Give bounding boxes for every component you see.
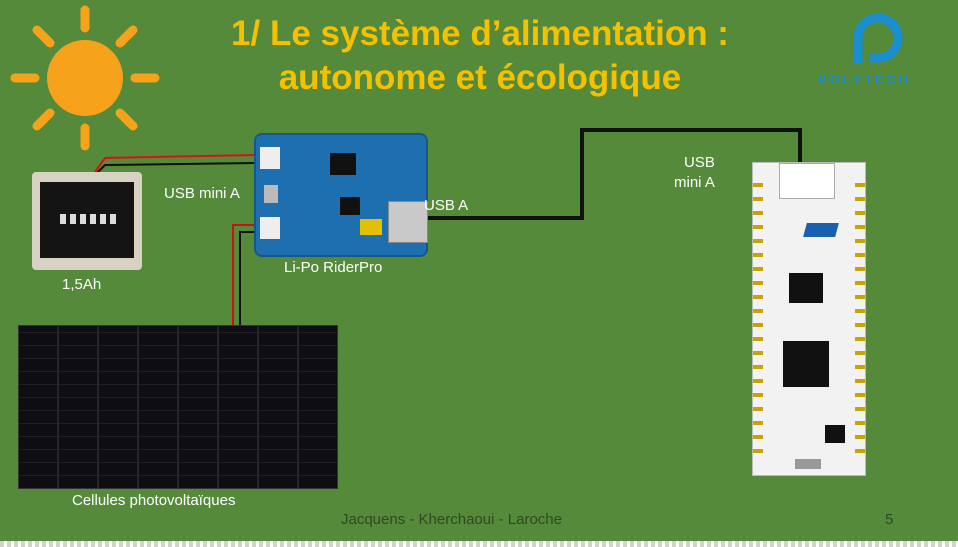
lipo-battery [32,172,142,270]
usb-right-label: USB mini A [674,153,715,193]
slide-title: 1/ Le système d’alimentation : autonome … [150,12,810,100]
nucleo-board [752,162,866,476]
footer-authors: Jacquens - Kherchaoui - Laroche [341,511,562,528]
board-name-label: Li-Po RiderPro [284,259,383,276]
logo-text: POLYTECH [818,72,912,87]
solar-panel [18,325,338,489]
solar-label: Cellules photovoltaïques [72,492,236,509]
polytech-logo-icon [853,13,903,63]
usb-mini-a-left-label: USB mini A [164,185,240,202]
usb-a-label: USB A [424,197,469,214]
usb-right-line-2: mini A [674,174,715,191]
sun-icon [10,5,160,151]
page-number: 5 [885,511,894,528]
title-line-1: 1/ Le système d’alimentation : [231,14,729,53]
title-line-2: autonome et écologique [278,58,682,97]
lipo-rider-board [254,133,428,257]
battery-capacity-label: 1,5Ah [62,276,102,293]
usb-right-line-1: USB [684,154,715,171]
bottom-strip [0,541,958,547]
